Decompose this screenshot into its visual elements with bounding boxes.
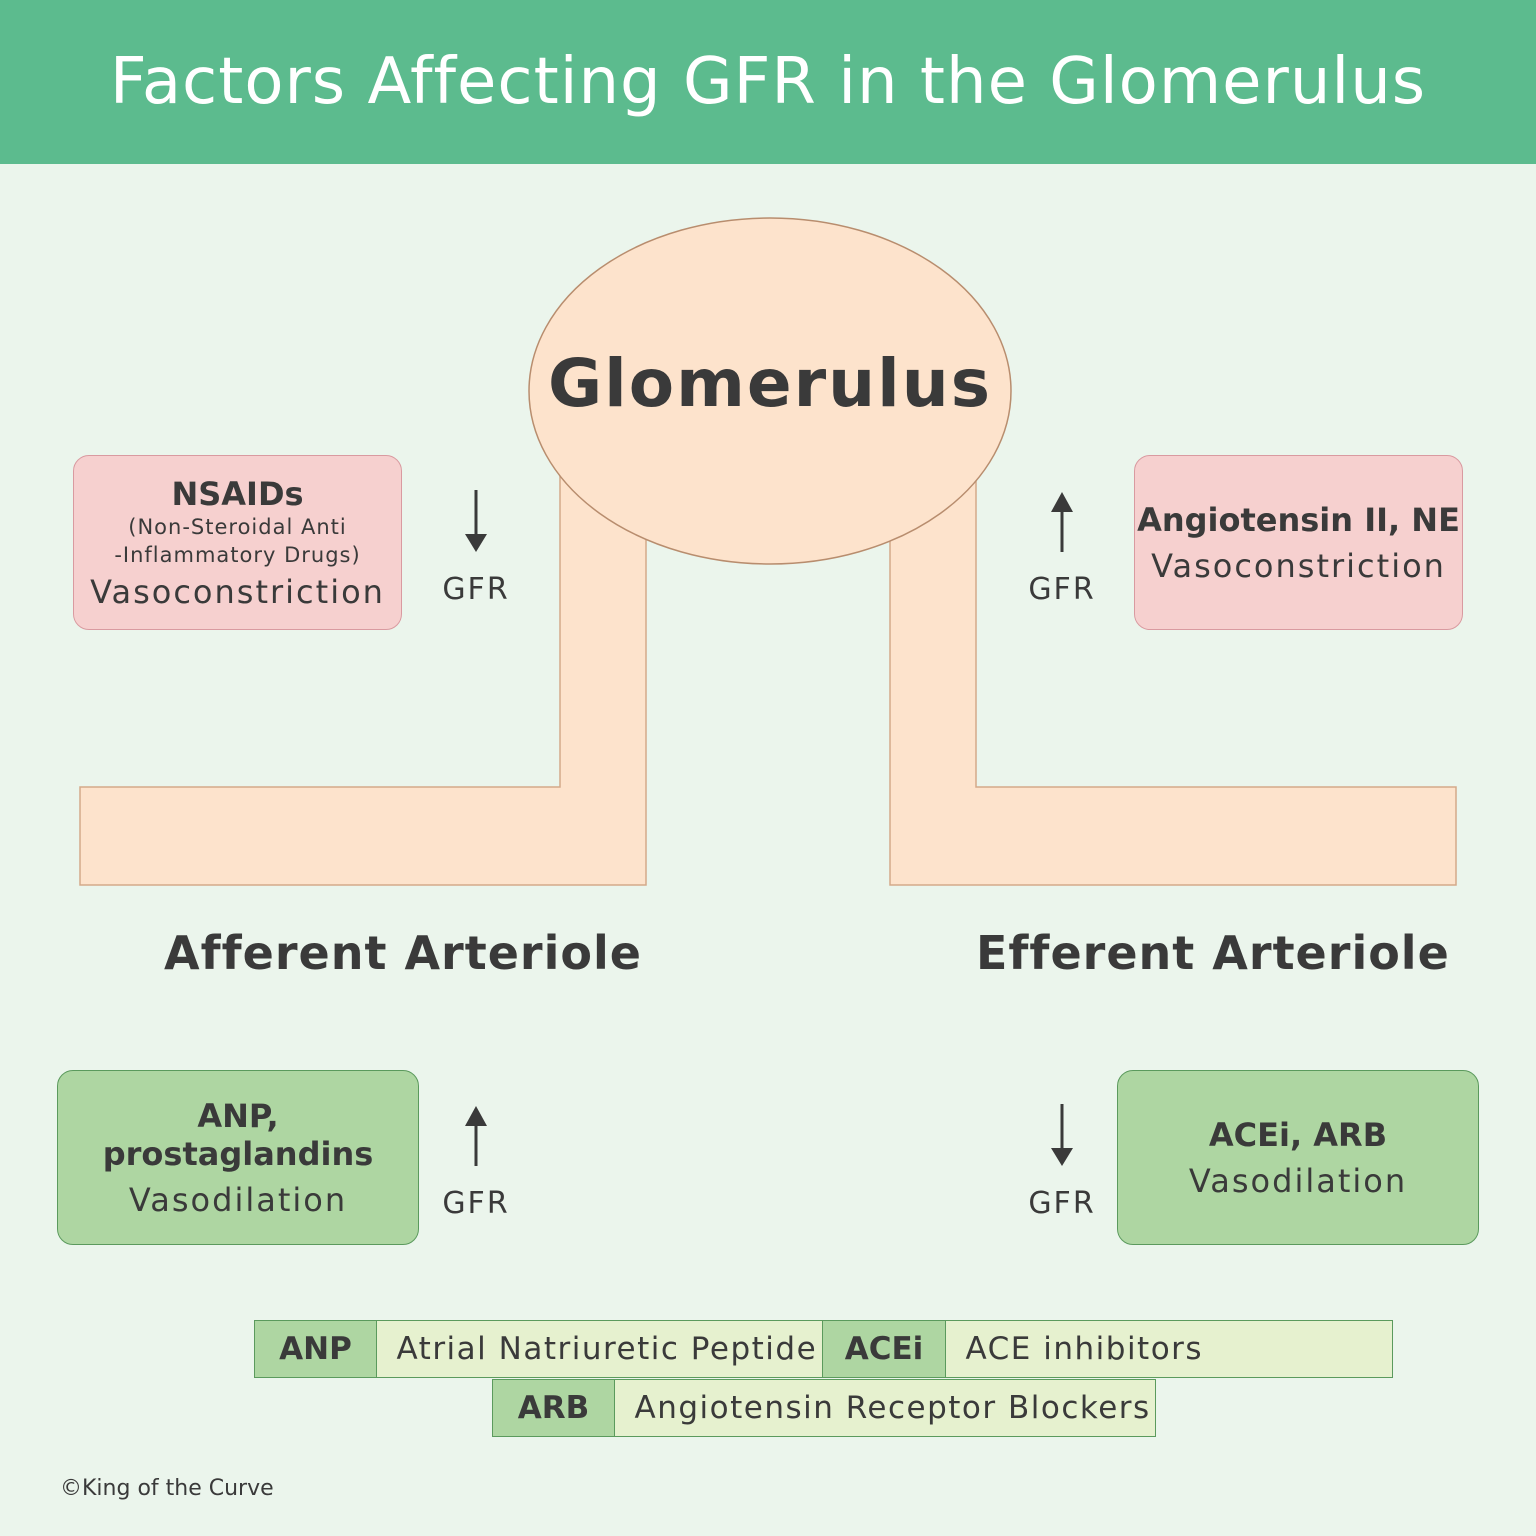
anp-effect: Vasodilation — [128, 1180, 348, 1219]
legend-full-arb: Angiotensin Receptor Blockers — [613, 1379, 1156, 1437]
anp-name: ANP, prostaglandins — [102, 1096, 374, 1173]
page-title: Factors Affecting GFR in the Glomerulus — [109, 45, 1427, 119]
legend-abbr-arb: ARB — [492, 1379, 615, 1437]
acei-effect: Vasodilation — [1188, 1161, 1408, 1200]
gfr-label: GFR — [1028, 572, 1096, 607]
nsaids-detail-line-2: -Inflammatory Drugs) — [114, 542, 361, 567]
gfr-label: GFR — [442, 1186, 510, 1221]
nsaids-gfr-indicator: GFR — [431, 490, 521, 607]
gfr-label: GFR — [442, 572, 510, 607]
nsaids-detail-line-1: (Non-Steroidal Anti — [128, 514, 347, 539]
legend-full-acei: ACE inhibitors — [944, 1320, 1393, 1378]
legend-row-1: ANP Atrial Natriuretic Peptide ACEi ACE … — [254, 1320, 1393, 1378]
arrow-up-icon — [465, 1106, 487, 1166]
title-banner: Factors Affecting GFR in the Glomerulus — [0, 0, 1536, 164]
acei-box: ACEi, ARB Vasodilation — [1117, 1070, 1479, 1245]
legend-abbr-acei: ACEi — [822, 1320, 946, 1378]
efferent-arteriole-label: Efferent Arteriole — [976, 926, 1450, 980]
nsaids-box: NSAIDs (Non-Steroidal Anti -Inflammatory… — [73, 455, 402, 630]
gfr-label: GFR — [1028, 1186, 1096, 1221]
acei-name: ACEi, ARB — [1208, 1115, 1388, 1154]
angiotensin-box: Angiotensin II, NE Vasoconstriction — [1134, 455, 1463, 630]
glomerulus-label: Glomerulus — [547, 345, 993, 422]
angiotensin-gfr-indicator: GFR — [1017, 490, 1107, 607]
afferent-arteriole-label: Afferent Arteriole — [164, 926, 642, 980]
angiotensin-effect: Vasoconstriction — [1151, 546, 1446, 585]
anp-gfr-indicator: GFR — [431, 1104, 521, 1221]
nsaids-name: NSAIDs — [171, 474, 304, 513]
legend-row-2: ARB Angiotensin Receptor Blockers — [492, 1379, 1156, 1437]
nsaids-effect: Vasoconstriction — [90, 572, 385, 611]
angiotensin-name: Angiotensin II, NE — [1137, 500, 1460, 539]
glomerulus-shape — [528, 217, 1012, 565]
anp-box: ANP, prostaglandins Vasodilation — [57, 1070, 419, 1245]
acei-gfr-indicator: GFR — [1017, 1104, 1107, 1221]
arrow-down-icon — [1051, 1104, 1073, 1166]
arrow-down-icon — [465, 490, 487, 552]
arrow-up-icon — [1051, 492, 1073, 552]
copyright: ©King of the Curve — [60, 1476, 274, 1501]
legend-full-anp: Atrial Natriuretic Peptide — [375, 1320, 824, 1378]
legend-abbr-anp: ANP — [254, 1320, 377, 1378]
